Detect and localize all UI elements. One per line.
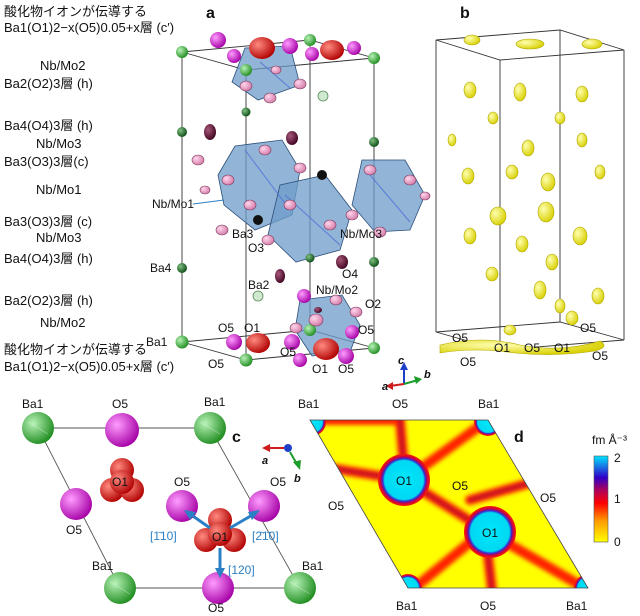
panel-d-ba1-bl: Ba1 [396, 599, 418, 613]
layer-label-ba4o4-bot: Ba4(O4)3層 (h) [4, 251, 93, 266]
panel-c-o1-left: O1 [112, 475, 128, 489]
label-o1-b: O1 [312, 362, 328, 376]
panel-d-o1-b: O1 [482, 526, 498, 540]
panel-d-ba1-br: Ba1 [566, 599, 588, 613]
panel-b-o5-d: O5 [460, 355, 476, 369]
panel-label-b: b [460, 5, 470, 22]
label-o1-a: O1 [244, 321, 260, 335]
panel-d-ba1-tl: Ba1 [298, 397, 320, 411]
panel-d-o1-a: O1 [396, 474, 412, 488]
panel-b-o5-c: O5 [524, 341, 540, 355]
panel-b-o5-a: O5 [452, 331, 468, 345]
panel-b-o5-b: O5 [580, 321, 596, 335]
colorbar-tick-0: 0 [614, 535, 621, 549]
panel-d-o5-right: O5 [540, 491, 556, 505]
axis-b-label: b [424, 369, 431, 381]
panel-c-o5-left: O5 [66, 523, 82, 537]
layer-label-bot-formula: Ba1(O1)2−x(O5)0.05+x層 (c′) [4, 359, 175, 374]
label-o5-a: O5 [218, 321, 234, 335]
panel-d-o5-top: O5 [392, 397, 408, 411]
panel-b-isosurface: b O5 O5 O1 O5 O1 O5 O5 [435, 5, 625, 369]
label-o5-e: O5 [338, 362, 354, 376]
colorbar-tick-2: 2 [614, 451, 621, 465]
axis-c-b-label: b [294, 473, 301, 485]
panel-label-c: c [232, 429, 241, 446]
panel-label-a: a [206, 5, 215, 22]
label-o5-d: O5 [208, 357, 224, 371]
panel-c-dir-3: [120] [228, 563, 255, 577]
panel-c-o5-bot: O5 [208, 601, 224, 615]
panel-a-top-layer-atoms [210, 32, 361, 63]
panel-d-o5-left: O5 [328, 499, 344, 513]
label-ba2: Ba2 [248, 278, 270, 292]
panel-c-direction-arrows [184, 510, 260, 578]
layer-label-top-jp: 酸化物イオンが伝導する [4, 4, 148, 19]
panel-b-o5-e: O5 [592, 349, 608, 363]
label-ba4: Ba4 [150, 261, 172, 275]
panel-a-plum-atoms [204, 124, 348, 313]
label-o5-c: O5 [358, 323, 374, 337]
layer-label-ba3o3-bot: Ba3(O3)3層 (c) [4, 214, 93, 229]
colorbar: fm Å⁻³ 2 1 0 [592, 432, 627, 549]
axes-indicator-ab: c a b [382, 355, 431, 393]
label-ba3: Ba3 [232, 227, 254, 241]
panel-c-o5-top: O5 [112, 397, 128, 411]
colorbar-unit: fm Å⁻³ [592, 432, 627, 447]
panel-d-density-map: d Ba1 O5 Ba1 O1 O5 O5 O5 O1 Ba1 O5 Ba1 f… [298, 397, 627, 613]
panel-c-ba1-bl: Ba1 [92, 559, 114, 573]
panel-b-o1-b: O1 [554, 341, 570, 355]
panel-c-dir-2: [2̄1̄0] [252, 529, 279, 543]
axis-c-label: c [398, 355, 404, 367]
panel-c-atoms [22, 412, 316, 604]
panel-c-dir-1: [1̄10] [150, 529, 177, 543]
axes-indicator-c: a b [262, 444, 301, 485]
layer-label-nbmo3-bot: Nb/Mo3 [36, 230, 82, 245]
layer-label-ba2o2-bot: Ba2(O2)3層 (h) [4, 293, 93, 308]
panel-a-structure: a Nb/Mo1 Ba3 O3 Nb/Mo3 O4 Ba4 Ba2 Nb/Mo2… [146, 5, 431, 376]
panel-b-o1-a: O1 [494, 341, 510, 355]
layer-label-nbmo3-top: Nb/Mo3 [36, 136, 82, 151]
axis-c-a-label: a [262, 455, 268, 467]
panel-c-ba1-br: Ba1 [302, 559, 324, 573]
panel-d-ba1-tr: Ba1 [478, 397, 500, 411]
panel-c-o5-mid: O5 [174, 475, 190, 489]
layer-label-ba2o2-top: Ba2(O2)3層 (h) [4, 76, 93, 91]
panel-c-ba1-tl: Ba1 [22, 397, 44, 411]
label-ba1: Ba1 [146, 335, 168, 349]
label-o4: O4 [342, 267, 358, 281]
panel-c-ba1-tr: Ba1 [204, 395, 226, 409]
layer-label-nbmo1: Nb/Mo1 [36, 182, 82, 197]
layer-label-top-formula: Ba1(O1)2−x(O5)0.05+x層 (c′) [4, 20, 175, 35]
panel-label-d: d [514, 429, 524, 446]
panel-c-projection: c Ba1 O5 Ba1 O1 O5 O5 O5 O1 [1̄10] [2̄1̄… [22, 395, 324, 615]
panel-a-ba-atoms [175, 34, 380, 367]
panel-d-o5-bot: O5 [480, 599, 496, 613]
layer-label-ba4o4-top: Ba4(O4)3層 (h) [4, 118, 93, 133]
axis-a-label: a [382, 381, 388, 393]
panel-a-oxygen-ellipsoids [191, 65, 431, 334]
panel-d-o5-mid: O5 [452, 479, 468, 493]
panel-a-bottom-layer-atoms [226, 289, 359, 367]
label-o2: O2 [365, 297, 381, 311]
layer-label-nbmo2-bot: Nb/Mo2 [40, 315, 86, 330]
layer-label-nbmo2-top: Nb/Mo2 [40, 58, 86, 73]
layer-label-bot-jp: 酸化物イオンが伝導する [4, 342, 148, 357]
label-nbmo1: Nb/Mo1 [152, 197, 194, 211]
label-o5-b: O5 [280, 345, 296, 359]
label-o3: O3 [248, 241, 264, 255]
panel-c-o5-right: O5 [270, 475, 286, 489]
label-nbmo2: Nb/Mo2 [316, 283, 358, 297]
colorbar-tick-1: 1 [614, 492, 621, 506]
layer-label-ba3o3-top: Ba3(O3)3層(c) [4, 154, 89, 169]
panel-c-o1-center: O1 [212, 530, 228, 544]
label-nbmo3: Nb/Mo3 [340, 227, 382, 241]
